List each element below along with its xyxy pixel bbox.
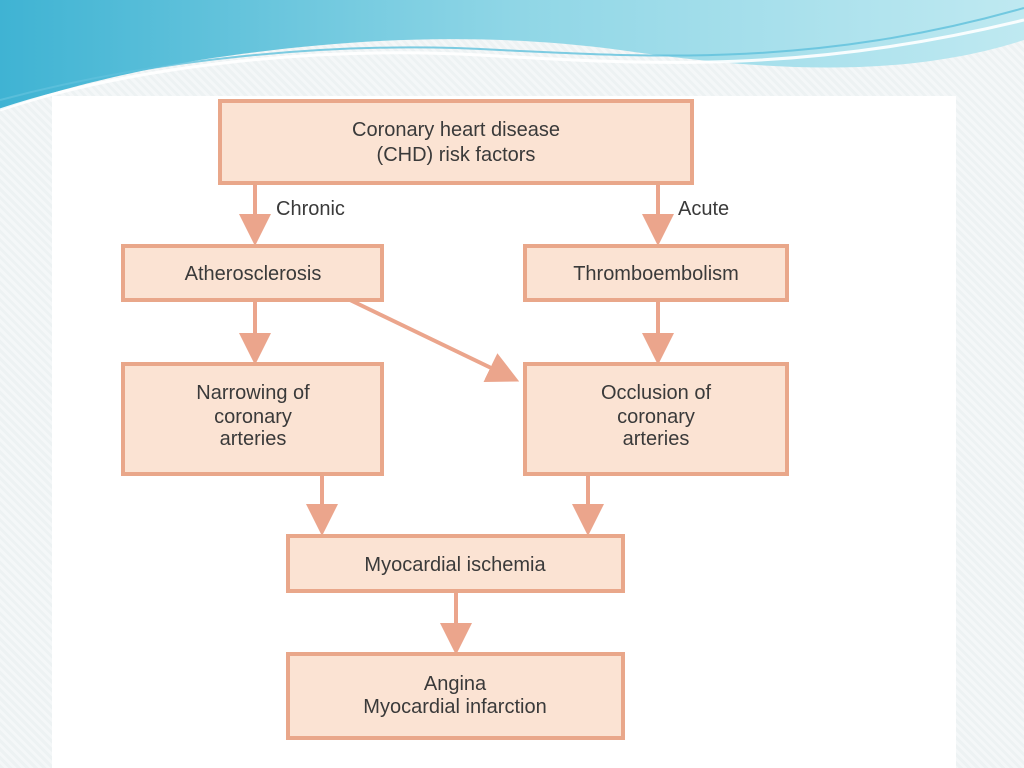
edges [239, 185, 674, 655]
edge-label-chronic: Chronic [276, 198, 345, 220]
node-atherosclerosis: Atherosclerosis [121, 244, 384, 302]
arrow-atherosclerosis-to-occlusion [349, 298, 520, 383]
node-narrowing-line-1: Narrowing of [196, 382, 310, 404]
node-thromboembolism: Thromboembolism [523, 244, 789, 302]
header-wave-decoration [0, 0, 1024, 112]
node-ischemia-label: Myocardial ischemia [364, 554, 546, 576]
node-outcomes-line-1: Angina [424, 673, 487, 695]
node-outcomes: Angina Myocardial infarction [286, 652, 625, 740]
node-ischemia: Myocardial ischemia [286, 534, 625, 593]
node-risk-factors-line-2: (CHD) risk factors [377, 144, 536, 166]
node-thromboembolism-label: Thromboembolism [573, 263, 739, 285]
edge-label-acute: Acute [678, 198, 729, 220]
node-occlusion-line-3: arteries [623, 428, 690, 450]
node-atherosclerosis-label: Atherosclerosis [185, 263, 322, 285]
node-occlusion-line-2: coronary [617, 406, 695, 428]
node-occlusion-line-1: Occlusion of [601, 382, 711, 404]
node-narrowing: Narrowing of coronary arteries [121, 362, 384, 476]
node-narrowing-line-3: arteries [220, 428, 287, 450]
node-outcomes-line-2: Myocardial infarction [363, 696, 546, 718]
node-risk-factors: Coronary heart disease (CHD) risk factor… [218, 99, 694, 185]
node-occlusion: Occlusion of coronary arteries [523, 362, 789, 476]
node-risk-factors-line-1: Coronary heart disease [352, 119, 560, 141]
node-narrowing-line-2: coronary [214, 406, 292, 428]
